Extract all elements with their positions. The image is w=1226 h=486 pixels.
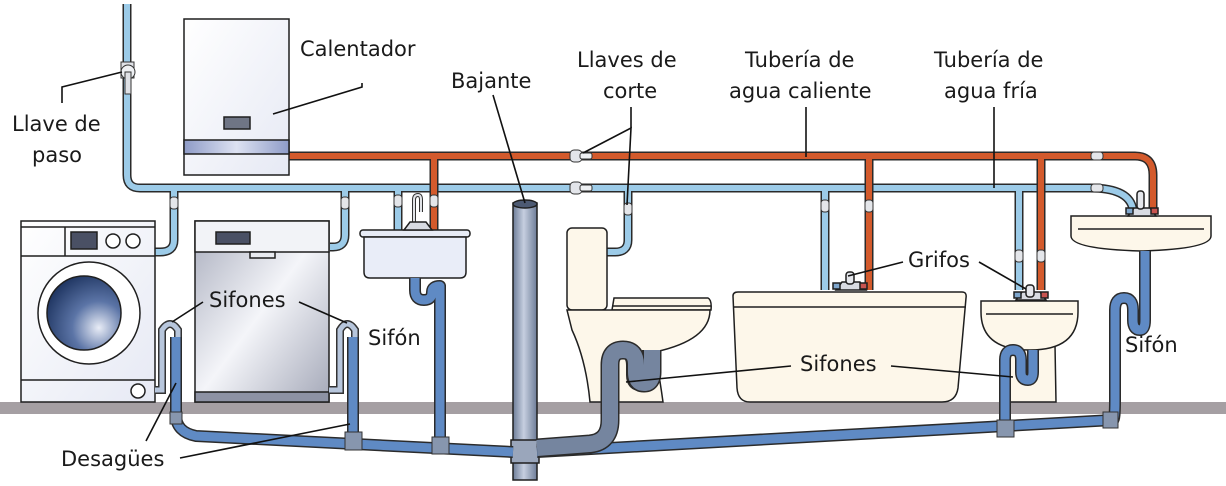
label-bajante: Bajante [451, 69, 531, 93]
dishwasher [194, 220, 330, 403]
label-llaves-de-corte-line1: Llaves de [577, 48, 677, 72]
kitchen-sink [359, 192, 471, 279]
label-llave-de-paso-line1: Llave de [12, 112, 101, 136]
leader-lines [61, 71, 1027, 459]
label-calentador: Calentador [300, 37, 416, 61]
drain-pipes [170, 251, 1151, 458]
label-tuberia-fria-line2: agua fría [944, 79, 1038, 103]
tap-bathtub [832, 271, 868, 291]
label-tuberia-fria-line1: Tubería de [933, 48, 1043, 72]
shutoff-valve-hot [569, 149, 593, 163]
label-sifon-right: Sifón [1125, 333, 1178, 357]
drain-fittings [169, 411, 1119, 455]
tap-bidet [1013, 284, 1049, 301]
hot-water-pipes [289, 151, 1158, 290]
label-grifos: Grifos [908, 248, 970, 272]
label-llaves-de-corte-line2: corte [603, 79, 657, 103]
labels: Llave de paso Calentador Bajante Llaves … [12, 37, 1178, 471]
label-sifon-sink: Sifón [368, 326, 421, 350]
shutoff-valve-cold [569, 181, 593, 195]
water-heater [183, 18, 290, 176]
washbasin [1070, 215, 1212, 252]
label-sifones-center: Sifones [800, 352, 877, 376]
label-tuberia-caliente-line1: Tubería de [744, 48, 854, 72]
appliance-trap-hoses [155, 320, 359, 394]
label-tuberia-caliente-line2: agua caliente [729, 79, 872, 103]
tap-washbasin [1125, 190, 1159, 217]
bathtub [732, 291, 967, 403]
label-sifones-left: Sifones [209, 288, 286, 312]
label-desagues: Desagües [61, 447, 164, 471]
washing-machine [20, 220, 156, 403]
soil-stack [510, 199, 540, 481]
pipe-fittings [169, 151, 1104, 263]
label-llave-de-paso-line2: paso [32, 143, 82, 167]
main-stop-valve [120, 61, 136, 95]
